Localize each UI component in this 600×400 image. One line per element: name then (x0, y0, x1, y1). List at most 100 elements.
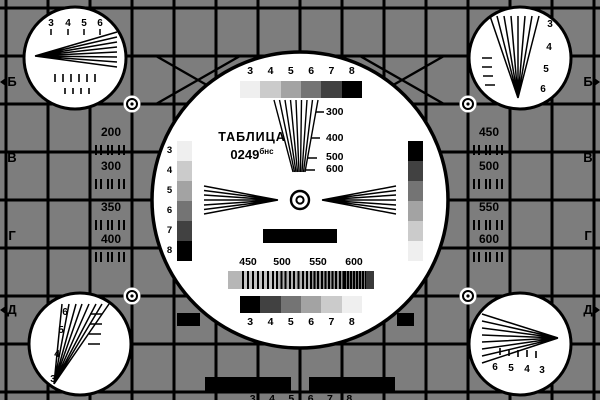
burst-segment (344, 271, 366, 289)
intersection-target-icon (123, 287, 141, 305)
right-arrow-icon (593, 77, 600, 87)
grayscale-step (177, 161, 192, 181)
corner-number: 6 (97, 18, 103, 29)
grayscale-step (177, 141, 192, 161)
grayscale-strip-left (177, 141, 192, 261)
corner-wedge-bottom-left: 6 5 4 3 (50, 303, 110, 385)
scale-number: 6 (307, 393, 314, 400)
left-arrow-icon (0, 305, 7, 315)
grayscale-step (321, 296, 342, 313)
scale-number: 3 (166, 145, 173, 156)
grayscale-step (321, 81, 342, 98)
burst-labels: 450 500 550 600 (228, 256, 374, 269)
corner-number: 4 (65, 18, 71, 29)
scale-number: 7 (328, 65, 335, 77)
scale-number: 4 (166, 165, 173, 176)
edge-label-left-v: В (7, 150, 17, 165)
panel-frequency-label: 550 (478, 200, 500, 214)
black-reference-square (177, 313, 200, 326)
corner-number: 6 (62, 307, 68, 318)
corner-wedge-top-right: 3 4 5 6 (482, 15, 553, 99)
line-group (473, 252, 503, 262)
corner-number: 3 (48, 18, 54, 29)
grayscale-strip-right (408, 141, 423, 261)
corner-number: 6 (540, 84, 546, 95)
corner-number: 5 (81, 18, 87, 29)
burst-frequency-label: 450 (239, 256, 257, 268)
card-code: 0249бнс (206, 147, 298, 164)
scale-number: 5 (287, 316, 294, 328)
wedge-frequency-label: 600 (326, 163, 344, 175)
wedge-frequency-label: 400 (326, 132, 344, 144)
panel-frequency-label: 400 (100, 232, 122, 246)
burst-segment (276, 271, 310, 289)
card-code-number: 0249 (230, 147, 260, 162)
intersection-target-icon (123, 95, 141, 113)
grayscale-strip-bottom (240, 296, 362, 313)
grayscale-step (260, 81, 281, 98)
grayscale-step (408, 241, 423, 261)
center-target-icon (288, 188, 312, 212)
scale-number: 4 (267, 65, 274, 77)
grayscale-strip-top (240, 81, 362, 98)
definition-bar (263, 229, 337, 243)
burst-segment (228, 271, 242, 289)
burst-frequency-label: 600 (345, 256, 363, 268)
intersection-target-icon (459, 287, 477, 305)
right-arrow-icon (593, 305, 600, 315)
scale-number: 8 (166, 245, 173, 256)
burst-segment (366, 271, 374, 289)
scale-number: 3 (247, 65, 254, 77)
scale-number: 6 (166, 205, 173, 216)
corner-circle-top-right (467, 5, 573, 111)
scale-number: 4 (267, 316, 274, 328)
panel-frequency-label: 300 (100, 159, 122, 173)
grayscale-step (177, 201, 192, 221)
panel-frequency-label: 450 (478, 125, 500, 139)
scale-number: 7 (327, 393, 333, 400)
line-group (95, 145, 125, 155)
horizontal-wedge-left (203, 185, 279, 215)
grayscale-step (408, 141, 423, 161)
line-group (95, 179, 125, 189)
grayscale-step (341, 81, 362, 98)
burst-frequency-label: 500 (273, 256, 291, 268)
corner-wedge-top-left: 3 4 5 6 (34, 18, 118, 94)
grayscale-top-numbers: 3 4 5 6 7 8 (240, 65, 362, 78)
grayscale-step (408, 181, 423, 201)
panel-frequency-label: 200 (100, 125, 122, 139)
wedge-frequency-label: 300 (326, 106, 344, 118)
scale-number: 5 (166, 185, 173, 196)
burst-segment (310, 271, 344, 289)
grayscale-step (408, 161, 423, 181)
edge-label-left-d: Д (7, 302, 17, 317)
intersection-target-icon (459, 95, 477, 113)
scale-number: 7 (328, 316, 335, 328)
corner-number: 4 (524, 364, 530, 375)
edge-label-left-g: Г (8, 228, 16, 243)
scale-number: 8 (346, 393, 353, 400)
horizontal-wedge-right (321, 185, 397, 215)
scale-number: 8 (348, 316, 355, 328)
corner-number: 5 (508, 363, 514, 374)
grayscale-step (177, 181, 192, 201)
grayscale-step (177, 221, 192, 241)
edge-label-right-d: Д (583, 302, 593, 317)
edge-label-right-g: Г (584, 228, 592, 243)
castellation-bar (309, 377, 395, 392)
corner-number: 4 (546, 42, 552, 53)
card-code-suffix: бнс (259, 147, 274, 156)
corner-circle-bottom-left (27, 291, 133, 397)
line-group (473, 179, 503, 189)
grayscale-step (300, 296, 322, 313)
edge-label-right-v: В (583, 150, 593, 165)
corner-number: 3 (547, 19, 553, 30)
corner-wedge-bottom-right: 6 5 4 3 (481, 313, 559, 376)
bottom-edge-numbers: 3 4 5 6 7 8 (243, 393, 359, 400)
left-arrow-icon (0, 77, 7, 87)
scale-number: 5 (288, 393, 295, 400)
wedge-frequency-label: 500 (326, 151, 344, 163)
grayscale-step (177, 241, 192, 261)
grayscale-step (341, 296, 362, 313)
